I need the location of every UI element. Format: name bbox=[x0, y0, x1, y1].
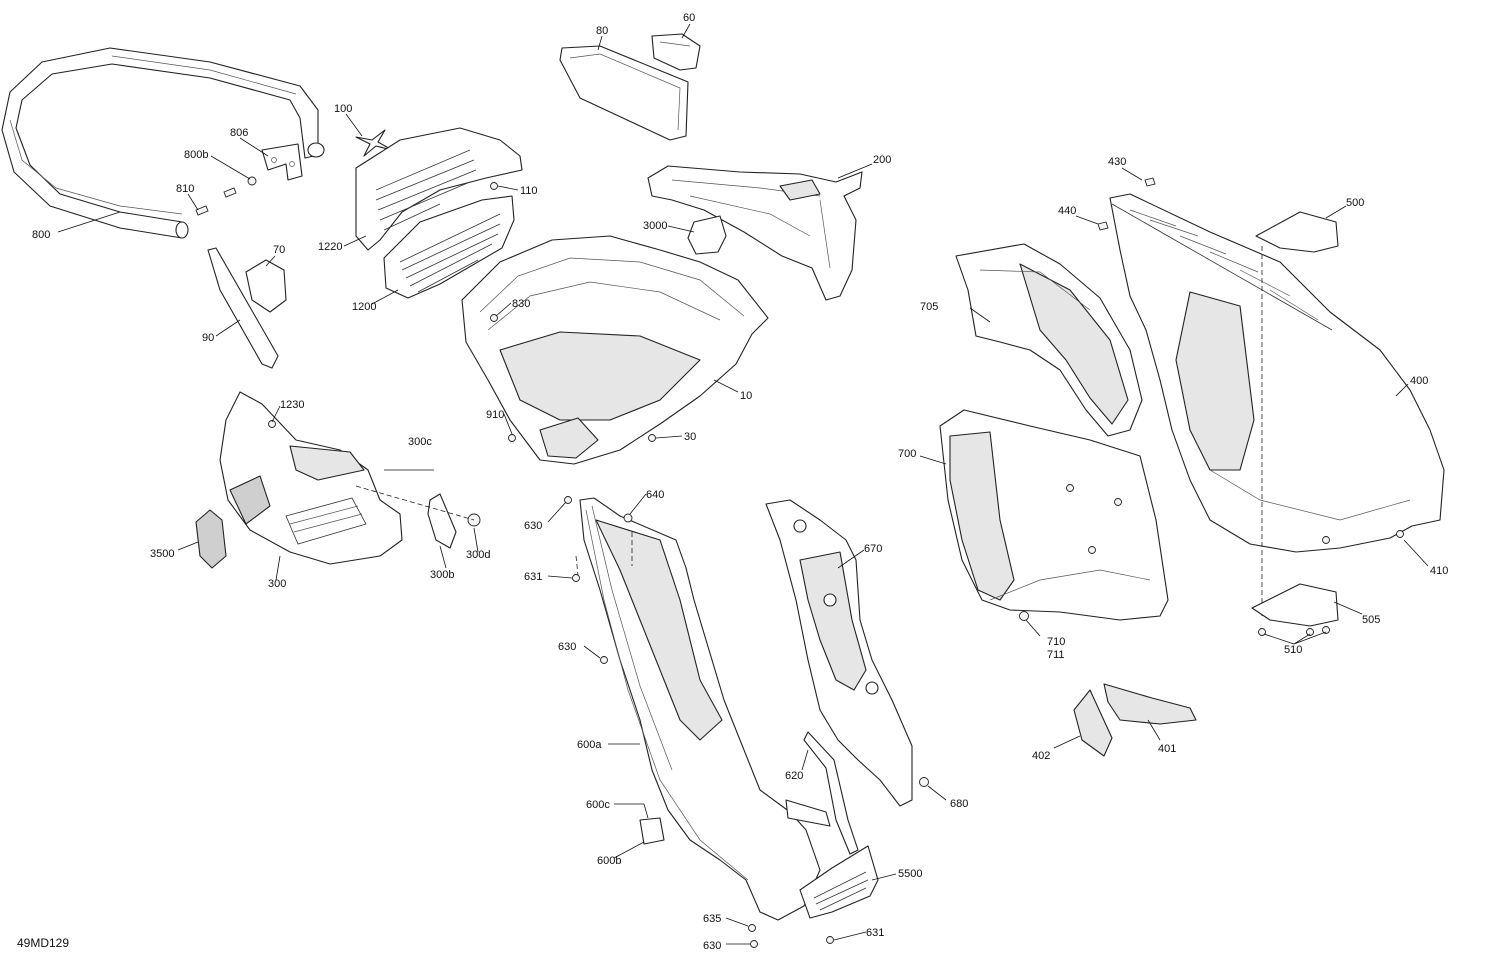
part-670-side-panel bbox=[765, 499, 913, 807]
part-705-fender-liner bbox=[955, 243, 1143, 437]
fastener-710 bbox=[1019, 611, 1029, 621]
callout-300c: 300c bbox=[408, 436, 432, 448]
callout-500: 500 bbox=[1346, 197, 1364, 209]
callout-800: 800 bbox=[32, 229, 50, 241]
callout-70: 70 bbox=[273, 244, 285, 256]
part-300-fascia bbox=[219, 391, 403, 565]
callout-600b: 600b bbox=[597, 855, 621, 867]
callout-800b: 800b bbox=[184, 149, 208, 161]
part-60-cover bbox=[651, 33, 701, 71]
callout-630-top: 630 bbox=[524, 520, 542, 532]
callout-300d: 300d bbox=[466, 549, 490, 561]
part-400-body-tub bbox=[1097, 177, 1445, 553]
part-200-console bbox=[647, 165, 863, 301]
callout-440: 440 bbox=[1058, 205, 1076, 217]
callout-631-top: 631 bbox=[524, 571, 542, 583]
part-10-body-tub bbox=[461, 235, 769, 465]
callout-90: 90 bbox=[202, 332, 214, 344]
callout-711: 711 bbox=[1047, 649, 1065, 661]
callout-100: 100 bbox=[334, 103, 352, 115]
callout-10: 10 bbox=[740, 390, 752, 402]
part-402 bbox=[1073, 689, 1113, 757]
callout-830: 830 bbox=[512, 298, 530, 310]
callout-700: 700 bbox=[898, 448, 916, 460]
part-300b bbox=[427, 493, 457, 549]
part-1220-grille-housing bbox=[355, 127, 523, 251]
part-600b bbox=[639, 817, 665, 845]
part-806-bracket bbox=[261, 143, 303, 181]
part-620-trim bbox=[803, 731, 859, 855]
callout-910: 910 bbox=[486, 409, 504, 421]
callout-200: 200 bbox=[873, 154, 891, 166]
callout-600a: 600a bbox=[577, 739, 602, 751]
part-3000-bracket bbox=[687, 215, 727, 255]
callout-401: 401 bbox=[1158, 743, 1176, 755]
callout-402: 402 bbox=[1032, 750, 1050, 762]
leader-lines bbox=[57, 23, 1429, 945]
callout-600c: 600c bbox=[586, 799, 610, 811]
callout-510: 510 bbox=[1284, 644, 1302, 656]
callout-300: 300 bbox=[268, 578, 286, 590]
callout-110: 110 bbox=[520, 185, 538, 197]
callout-1220: 1220 bbox=[318, 241, 342, 253]
part-80-panel bbox=[559, 45, 689, 141]
callout-30: 30 bbox=[684, 431, 696, 443]
callout-400: 400 bbox=[1410, 375, 1428, 387]
part-5500-grille bbox=[799, 845, 879, 919]
callout-635: 635 bbox=[703, 913, 721, 925]
callout-620: 620 bbox=[785, 770, 803, 782]
fastener-680 bbox=[919, 777, 929, 787]
callout-670: 670 bbox=[864, 543, 882, 555]
callout-631-bottom: 631 bbox=[866, 927, 884, 939]
part-90-strip bbox=[207, 247, 279, 369]
callout-640: 640 bbox=[646, 489, 664, 501]
part-600a-side-panel bbox=[564, 496, 831, 921]
callout-1230: 1230 bbox=[280, 399, 304, 411]
callout-505: 505 bbox=[1362, 614, 1380, 626]
callout-3500: 3500 bbox=[150, 548, 174, 560]
callout-labels: 60 80 100 806 800b 810 800 110 1220 1200… bbox=[32, 12, 1448, 952]
callout-410: 410 bbox=[1430, 565, 1448, 577]
part-1200-grille bbox=[383, 195, 515, 299]
callout-810: 810 bbox=[176, 183, 194, 195]
part-401 bbox=[1103, 683, 1197, 725]
callout-710: 710 bbox=[1047, 636, 1065, 648]
callout-680: 680 bbox=[950, 798, 968, 810]
part-3500-cap bbox=[195, 509, 227, 569]
callout-705: 705 bbox=[920, 301, 938, 313]
document-code: 49MD129 bbox=[17, 936, 70, 950]
callout-5500: 5500 bbox=[898, 868, 922, 880]
callout-630-bottom: 630 bbox=[703, 940, 721, 952]
callout-806: 806 bbox=[230, 127, 248, 139]
part-70-cap bbox=[245, 259, 287, 313]
callout-630-mid: 630 bbox=[558, 641, 576, 653]
bolt-810 bbox=[195, 205, 209, 216]
callout-430: 430 bbox=[1108, 156, 1126, 168]
callout-1200: 1200 bbox=[352, 301, 376, 313]
callout-60: 60 bbox=[683, 12, 695, 24]
callout-300b: 300b bbox=[430, 569, 454, 581]
callout-3000: 3000 bbox=[643, 220, 667, 232]
callout-80: 80 bbox=[596, 25, 608, 37]
part-500-plate bbox=[1255, 211, 1339, 253]
part-800-bumper bbox=[1, 47, 325, 239]
part-505-plate bbox=[1251, 583, 1339, 627]
part-700-fender bbox=[939, 409, 1169, 621]
